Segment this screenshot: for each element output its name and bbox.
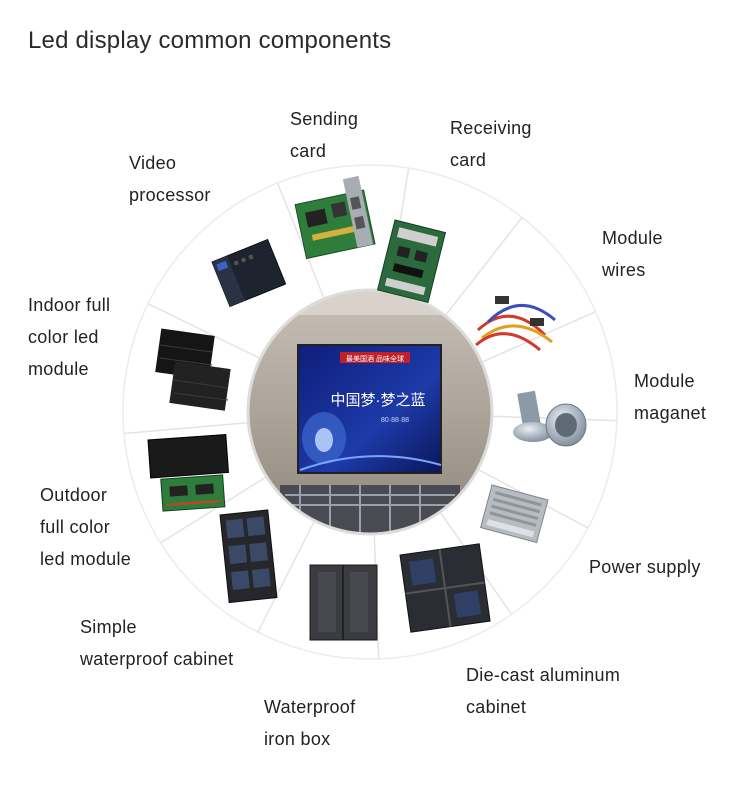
label-line: Outdoor — [40, 485, 108, 505]
label-power-supply: Power supply — [589, 551, 701, 583]
simple-waterproof-cabinet-image — [219, 509, 278, 604]
label-line: Power supply — [589, 557, 701, 577]
label-die-cast-cabinet: Die-cast aluminum cabinet — [466, 659, 620, 723]
die-cast-cabinet-image — [399, 543, 491, 633]
sending-card-image — [294, 175, 376, 260]
label-line: Die-cast aluminum — [466, 665, 621, 685]
label-simple-waterproof-cabinet: Simple waterproof cabinet — [80, 611, 234, 675]
label-sending-card: Sending card — [290, 103, 358, 167]
label-outdoor-module: Outdoor full color led module — [40, 479, 131, 575]
label-line: color led — [28, 327, 99, 347]
waterproof-iron-box-image — [309, 564, 378, 641]
label-line: wires — [602, 260, 646, 280]
label-line: card — [450, 150, 487, 170]
label-module-magnet: Module maganet — [634, 365, 706, 429]
wheel-divider-10 — [123, 421, 249, 435]
label-line: Indoor full — [28, 295, 111, 315]
receiving-card-image — [376, 219, 447, 304]
wheel-divider-0 — [276, 182, 325, 300]
wheel-divider-3 — [481, 310, 596, 364]
wheel-divider-8 — [257, 520, 316, 633]
module-wires-image — [475, 296, 556, 352]
label-waterproof-iron-box: Waterproof iron box — [264, 691, 355, 755]
label-line: Module — [634, 371, 695, 391]
video-processor-image — [211, 238, 287, 308]
label-line: waterproof cabinet — [80, 649, 234, 669]
label-line: module — [28, 359, 89, 379]
label-line: Simple — [80, 617, 137, 637]
label-line: iron box — [264, 729, 331, 749]
label-line: Module — [602, 228, 663, 248]
page-title: Led display common components — [28, 27, 392, 54]
label-module-wires: Module wires — [602, 222, 663, 286]
label-line: Waterproof — [264, 697, 356, 717]
wheel-divider-11 — [147, 303, 261, 360]
module-magnet-image — [513, 390, 587, 447]
label-line: cabinet — [466, 697, 527, 717]
wheel-divider-9 — [160, 476, 267, 544]
outdoor-module-image — [147, 434, 229, 512]
sign-banner-text: 最美国酒 品味全球 — [346, 354, 404, 363]
label-indoor-module: Indoor full color led module — [28, 289, 110, 385]
label-line: led module — [40, 549, 132, 569]
label-line: Video — [129, 153, 177, 173]
label-line: processor — [129, 185, 211, 205]
label-line: maganet — [634, 403, 707, 423]
label-line: Sending — [290, 109, 359, 129]
label-line: full color — [40, 517, 111, 537]
sign-sub-text: 80·88·88 — [381, 417, 409, 424]
sign-main-text: 中国梦·梦之蓝 — [331, 392, 426, 409]
power-supply-image — [479, 484, 549, 544]
wheel-divider-2 — [444, 216, 523, 317]
label-video-processor: Video processor — [129, 147, 211, 211]
label-receiving-card: Receiving card — [450, 112, 532, 176]
label-line: Receiving — [450, 118, 532, 138]
center-ring — [246, 288, 494, 536]
label-line: card — [290, 141, 327, 161]
indoor-module-image — [155, 328, 231, 411]
